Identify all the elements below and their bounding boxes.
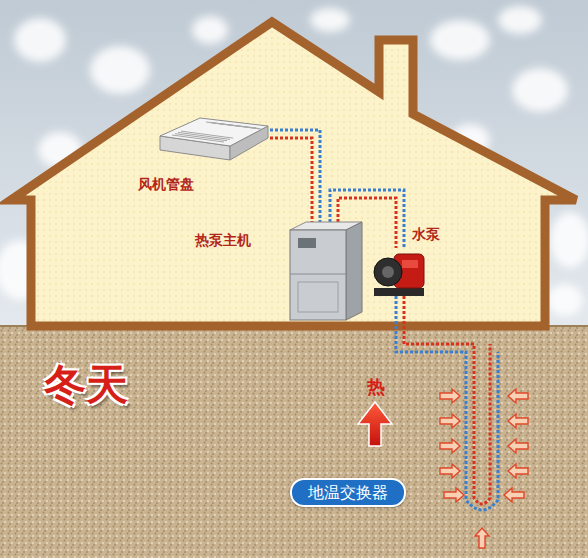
heat-pump-unit-icon (290, 222, 362, 320)
pump-highlight (402, 260, 418, 268)
ground-loop-pipe (396, 296, 498, 510)
heat-up-arrow (358, 402, 392, 446)
control-panel (298, 238, 316, 248)
pump-base (374, 288, 424, 296)
pipe (270, 138, 312, 222)
fan-coil-top (160, 118, 268, 146)
fan-coil-vents (172, 122, 262, 142)
part-label: 水泵 (412, 226, 440, 243)
part-label: 热泵主机 (195, 232, 251, 249)
water-pump-icon (372, 248, 426, 296)
panel-line (290, 274, 346, 275)
heat-pump-unit: 热泵主机 (290, 222, 362, 320)
snow-sky (0, 0, 588, 330)
pump-hub (382, 266, 394, 278)
house-outline (11, 22, 576, 326)
part-label: 风机管盘 (138, 176, 194, 193)
season-label: 冬天 (44, 362, 128, 408)
fan-coil-unit-icon (158, 116, 270, 166)
heat-label: 热 (367, 377, 385, 397)
heat-flow-arrows (440, 389, 528, 548)
pipe (270, 130, 320, 222)
water-pump: 水泵 (372, 248, 426, 296)
ground-exchanger-box: 地温交换器 (290, 478, 406, 507)
service-panel (298, 282, 338, 312)
box-label: 地温交换器 (308, 483, 388, 502)
fan-coil-unit: 风机管盘 (158, 116, 270, 166)
heat-pump-front (290, 230, 346, 320)
ground-soil (0, 326, 588, 558)
heat-pump-side (346, 222, 362, 320)
pump-housing (374, 258, 402, 286)
pipe-pair (270, 130, 320, 222)
